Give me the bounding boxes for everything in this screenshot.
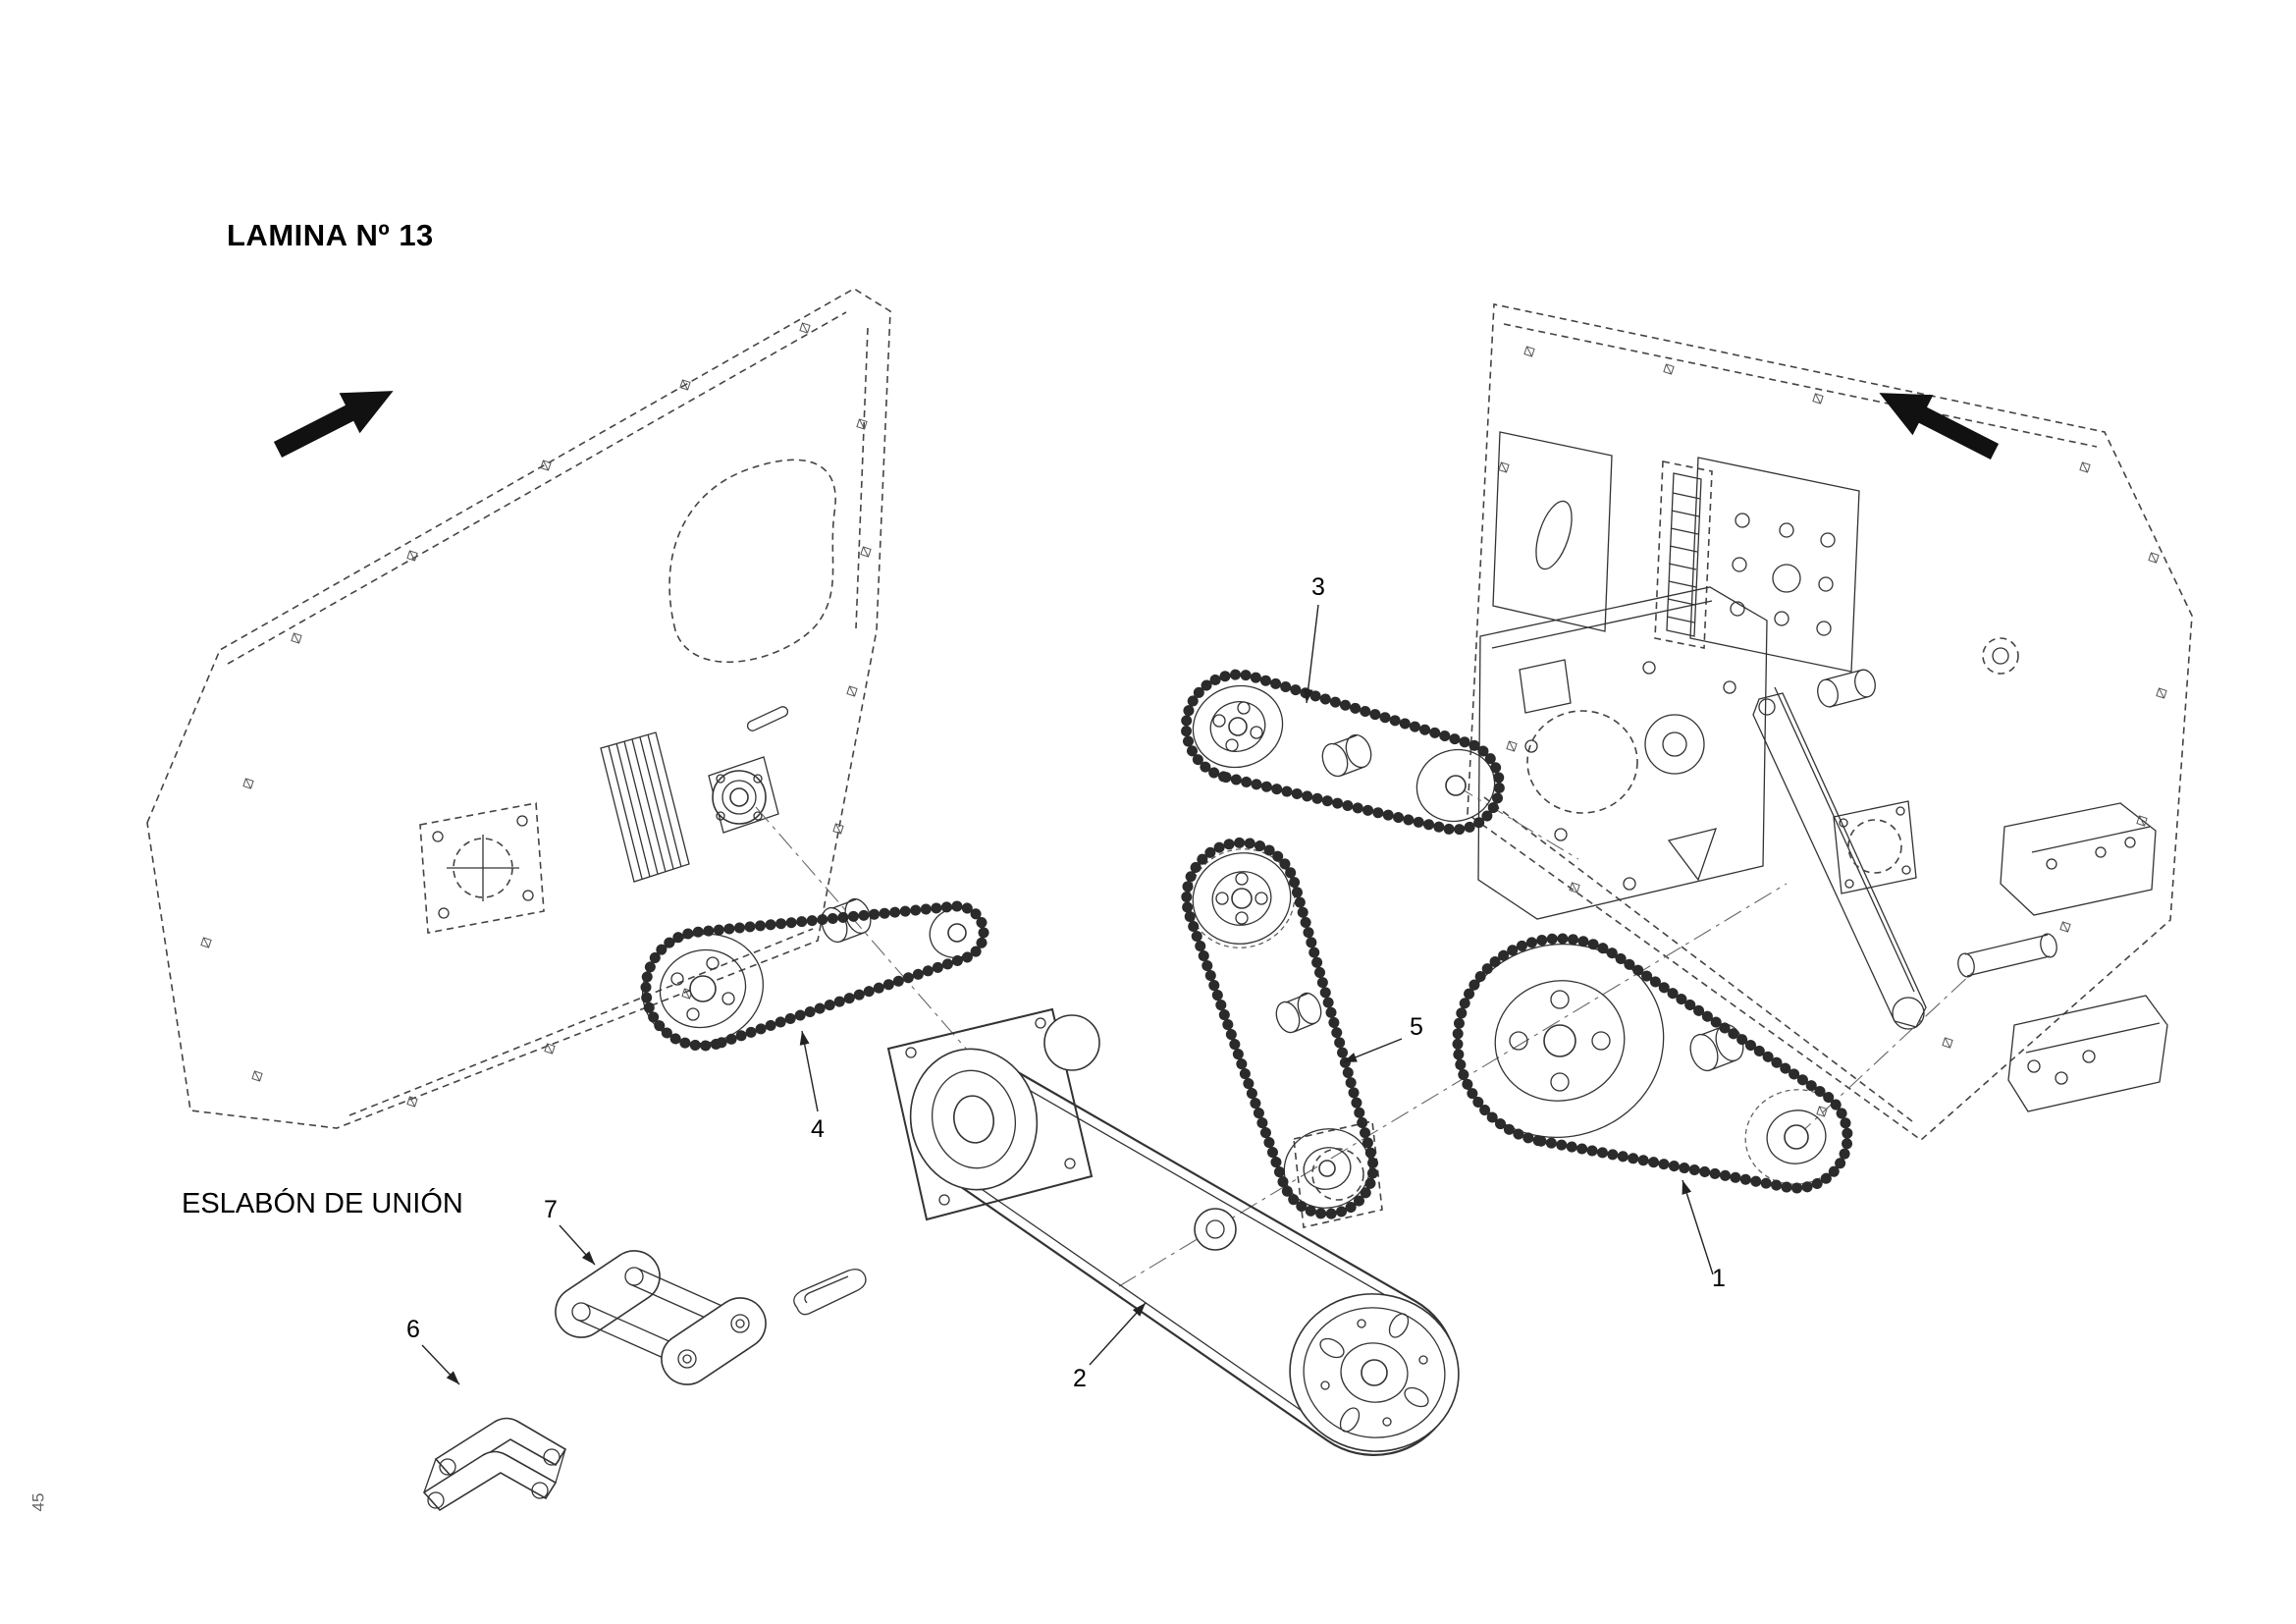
panel-hole — [1982, 637, 2019, 675]
bearing-flange — [708, 756, 779, 834]
belt-drive-2 — [886, 1007, 1460, 1456]
access-plate — [419, 802, 545, 934]
shaft-cylinder — [1957, 933, 2057, 978]
belt-idler — [1194, 1208, 1237, 1251]
spring-clip — [793, 1269, 867, 1316]
small-roller — [1817, 669, 1876, 708]
left-side-panel — [146, 288, 891, 1129]
idler-roller-3 — [1321, 733, 1372, 778]
main-mounting-plate — [1477, 586, 1768, 920]
direction-arrow-right — [1879, 393, 2000, 460]
callout-6: 6 — [406, 1316, 420, 1343]
roller-chains — [640, 669, 1853, 1219]
panel-cutout — [668, 459, 836, 663]
chain-drive-5 — [1188, 848, 1383, 1228]
upper-bracket — [2000, 802, 2157, 916]
small-square-plate — [1833, 800, 1917, 894]
threaded-strip — [1654, 460, 1713, 649]
slotted-plate — [1492, 431, 1613, 632]
callout-1: 1 — [1712, 1265, 1726, 1292]
offset-link-6 — [422, 1417, 567, 1512]
direction-arrow-left — [273, 391, 394, 459]
perforated-plate — [1689, 457, 1860, 673]
plate-title: LAMINA Nº 13 — [227, 218, 434, 252]
chain-drive-3 — [1192, 684, 1496, 823]
key-pin — [746, 706, 789, 731]
eslabon-label: ESLABÓN DE UNIÓN — [182, 1188, 463, 1219]
pulley-mount-plate — [886, 1007, 1094, 1221]
idler-roller-1 — [1689, 1023, 1744, 1072]
ribbed-grate — [600, 731, 690, 883]
support-arm — [1752, 686, 1927, 1030]
pulley-hub-knob — [1043, 1014, 1100, 1071]
lower-bracket — [2007, 995, 2168, 1112]
idler-roller-5 — [1275, 992, 1322, 1034]
chain-drive-1 — [1455, 943, 1848, 1185]
callout-3: 3 — [1311, 573, 1325, 601]
callout-leaders — [421, 604, 1714, 1385]
top-pulley — [909, 1048, 1039, 1191]
right-side-panel — [1467, 303, 2193, 1142]
center-lines — [755, 785, 1974, 1287]
callout-4: 4 — [811, 1115, 825, 1143]
bottom-pulley — [1289, 1293, 1460, 1452]
callout-5: 5 — [1410, 1013, 1423, 1041]
page-number: 45 — [28, 1492, 48, 1512]
master-link-7 — [555, 1250, 767, 1385]
callout-7: 7 — [544, 1196, 558, 1223]
callout-2: 2 — [1073, 1365, 1087, 1392]
